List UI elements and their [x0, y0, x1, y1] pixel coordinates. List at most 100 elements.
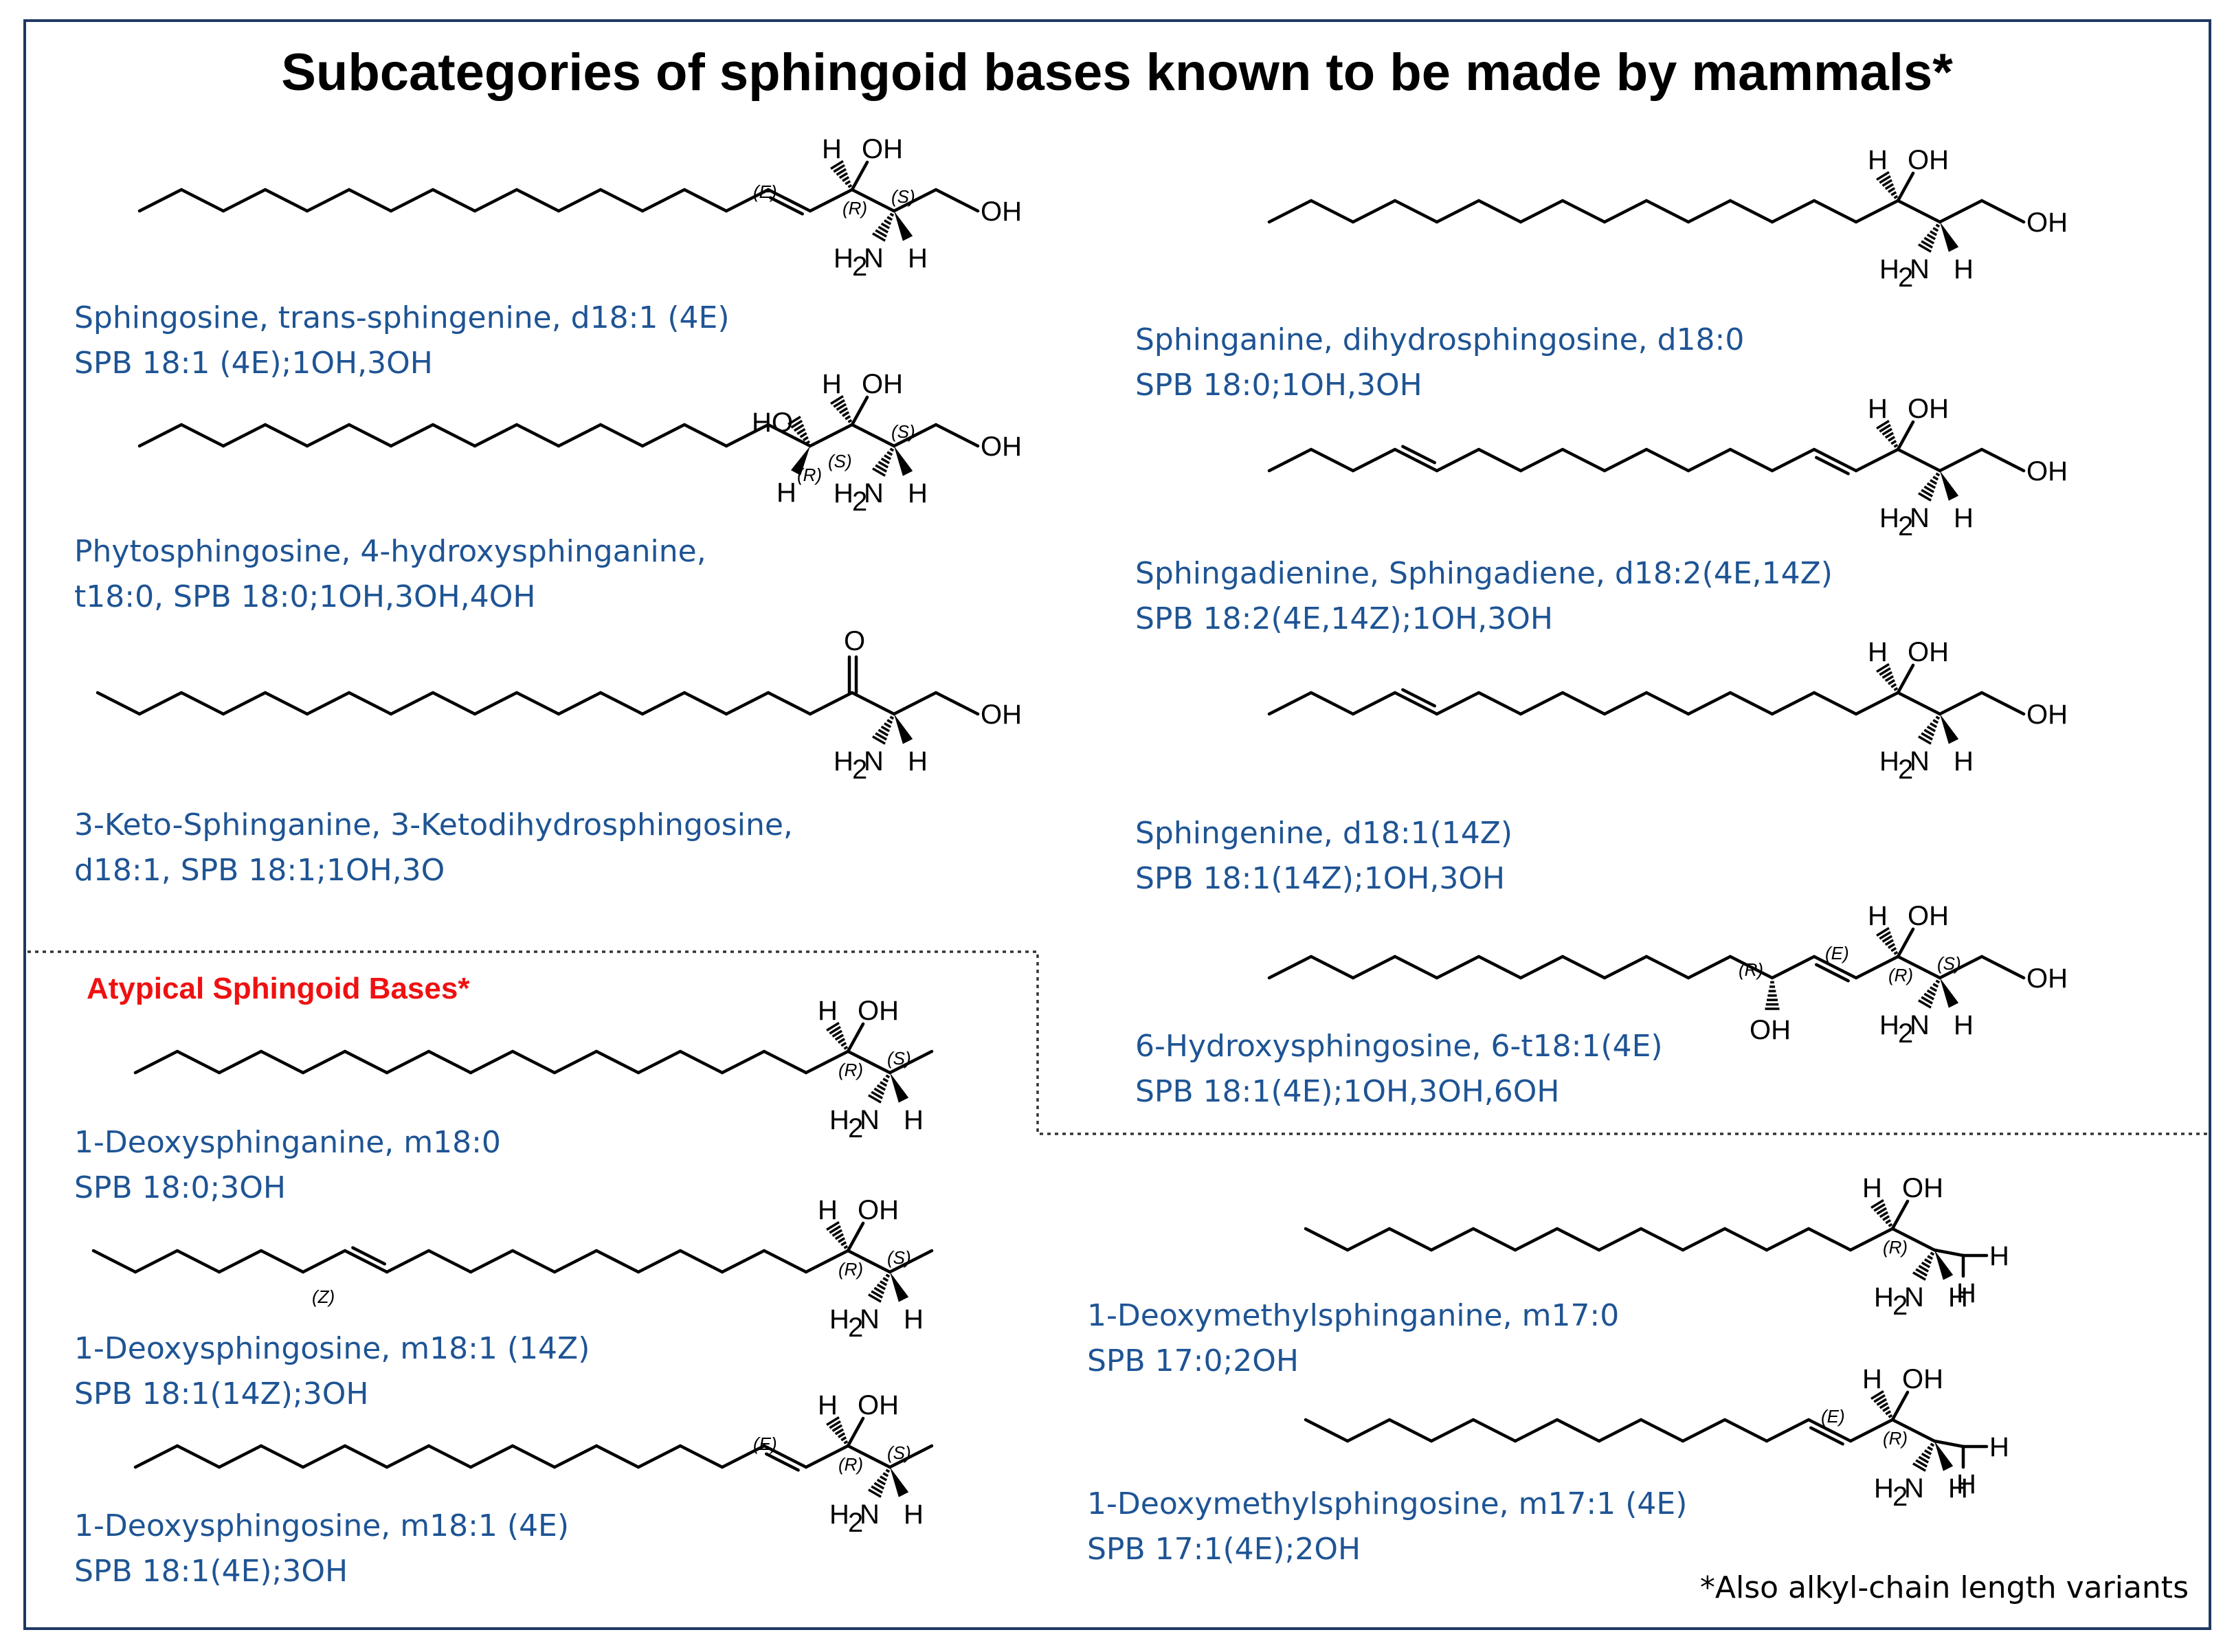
chain-bond: [305, 691, 351, 716]
hash-stripe: [1879, 1211, 1889, 1218]
hash-stripe: [1890, 191, 1897, 197]
caption-sphingadienine: Sphingadienine, Sphingadiene, d18:2(4E,1…: [1135, 551, 1833, 642]
chain-bond: [1848, 1227, 1895, 1252]
e-stereo-label: (E): [1821, 1406, 1845, 1427]
amine-hydrogen-label: H: [1874, 1282, 1894, 1313]
hash-stripe: [842, 411, 850, 417]
c2-hydrogen-label: H: [908, 746, 928, 777]
hash-stripe: [1893, 687, 1899, 691]
hash-stripe: [880, 457, 891, 465]
double-bond-line: [1814, 456, 1850, 476]
chain-bond: [431, 691, 477, 716]
chain-bond: [1309, 199, 1355, 224]
c3-hashed-hydrogen-bond: [830, 395, 853, 423]
amine-hydrogen-label: H: [1879, 254, 1899, 284]
caption-line1: Sphinganine, dihydrosphingosine, d18:0: [1135, 322, 1745, 357]
c1-hydroxyl-label: OH: [981, 700, 1022, 730]
chain-bond: [91, 1249, 137, 1274]
chain-bond: [599, 691, 645, 716]
chain-bond: [511, 1444, 557, 1469]
chain-bond: [301, 1249, 347, 1274]
hash-stripe: [1930, 1442, 1935, 1447]
hash-stripe: [1873, 1394, 1886, 1403]
c2-hydrogen-label: H: [908, 478, 928, 509]
caption-line1: 1-Deoxysphinganine, m18:0: [74, 1125, 501, 1160]
r-stereo-label: (R): [1888, 965, 1913, 985]
amine-nitrogen-label: N: [1910, 1010, 1930, 1040]
chain-bond: [1812, 447, 1858, 473]
amine-subscript-label: 2: [1892, 1291, 1908, 1321]
chain-bond: [808, 691, 854, 716]
amine-hydrogen-label: H: [834, 746, 853, 777]
hash-stripe: [1930, 986, 1938, 992]
chain-bond: [682, 188, 728, 213]
hash-stripe: [1879, 1402, 1889, 1409]
r-stereo-label: (R): [797, 465, 822, 485]
chain-bond: [1723, 1418, 1769, 1443]
c1-oxygen-bond: [934, 423, 980, 448]
chain-bond: [724, 188, 770, 213]
chain-bond: [594, 1249, 640, 1274]
hash-stripe: [1893, 950, 1899, 955]
hash-stripe: [1921, 996, 1933, 1005]
chain-bond: [1351, 447, 1397, 473]
hash-stripe: [834, 1233, 845, 1240]
r-stereo-label: (R): [838, 1060, 863, 1080]
chain-bond: [678, 1249, 724, 1274]
hash-stripe: [836, 403, 847, 411]
hash-stripe: [843, 1440, 849, 1444]
caption-sphinganine: Sphinganine, dihydrosphingosine, d18:0 S…: [1135, 317, 1744, 408]
hash-stripe: [872, 735, 886, 745]
chain-bond: [1267, 955, 1313, 980]
chain-bond: [1686, 691, 1732, 716]
chain-bond: [175, 1444, 221, 1469]
chain-bond: [1770, 199, 1816, 224]
chain-bond: [1812, 955, 1858, 980]
c3-oh-bond: [850, 395, 869, 427]
chain-bond: [511, 1049, 557, 1075]
c3-hashed-hydrogen-bond: [830, 160, 853, 188]
chain-bond: [640, 188, 686, 213]
hash-stripe: [829, 1225, 841, 1234]
c1-hydroxyl-label: OH: [2026, 456, 2068, 487]
hash-stripe: [1879, 175, 1891, 184]
amine-hydrogen-label: H: [829, 1499, 849, 1530]
chain-bond: [1519, 199, 1565, 224]
c2-hydrogen-label: H: [904, 1499, 924, 1530]
hash-stripe: [1876, 663, 1890, 673]
c2-wedge-hydrogen-bond: [1940, 471, 1959, 501]
chain-bond: [389, 423, 435, 448]
e-stereo-label: (E): [1825, 943, 1849, 963]
hash-stripe: [1888, 1223, 1893, 1227]
hash-stripe: [1930, 230, 1938, 236]
caption-deoxysphingosine-4e: 1-Deoxysphingosine, m18:1 (4E) SPB 18:1(…: [74, 1504, 569, 1594]
amine-hydrogen-label: H: [1879, 1010, 1899, 1040]
caption-line1: Sphingosine, trans-sphingenine, d18:1 (4…: [74, 300, 730, 335]
hash-stripe: [838, 407, 849, 414]
chain-bond: [1513, 1418, 1559, 1443]
hash-stripe: [1888, 1414, 1893, 1418]
hash-stripe: [1879, 930, 1891, 940]
s-stereo-label: (S): [828, 451, 852, 471]
amine-hydrogen-label: H: [1874, 1473, 1894, 1504]
hash-stripe: [1926, 989, 1936, 996]
hash-stripe: [1918, 492, 1932, 502]
chain-bond: [1351, 199, 1397, 224]
chain-bond: [1728, 447, 1774, 473]
c3-hydroxyl-label: OH: [1902, 1364, 1943, 1394]
chain-bond: [431, 188, 477, 213]
double-bond-line: [768, 196, 804, 216]
hash-stripe: [1932, 983, 1939, 988]
chain-bond: [640, 691, 686, 716]
hash-stripe: [1923, 992, 1935, 1001]
caption-line2: SPB 18:1(4E);3OH: [74, 1554, 348, 1589]
c2-c1-bond: [892, 423, 938, 448]
caption-line2: t18:0, SPB 18:0;1OH,3OH,4OH: [74, 579, 536, 614]
chain-bond: [804, 1049, 850, 1075]
chain-bond: [1267, 199, 1313, 224]
chain-bond: [1644, 955, 1690, 980]
amine-subscript-label: 2: [1898, 755, 1913, 785]
hash-stripe: [803, 436, 809, 442]
chain-bond: [1387, 1418, 1433, 1443]
